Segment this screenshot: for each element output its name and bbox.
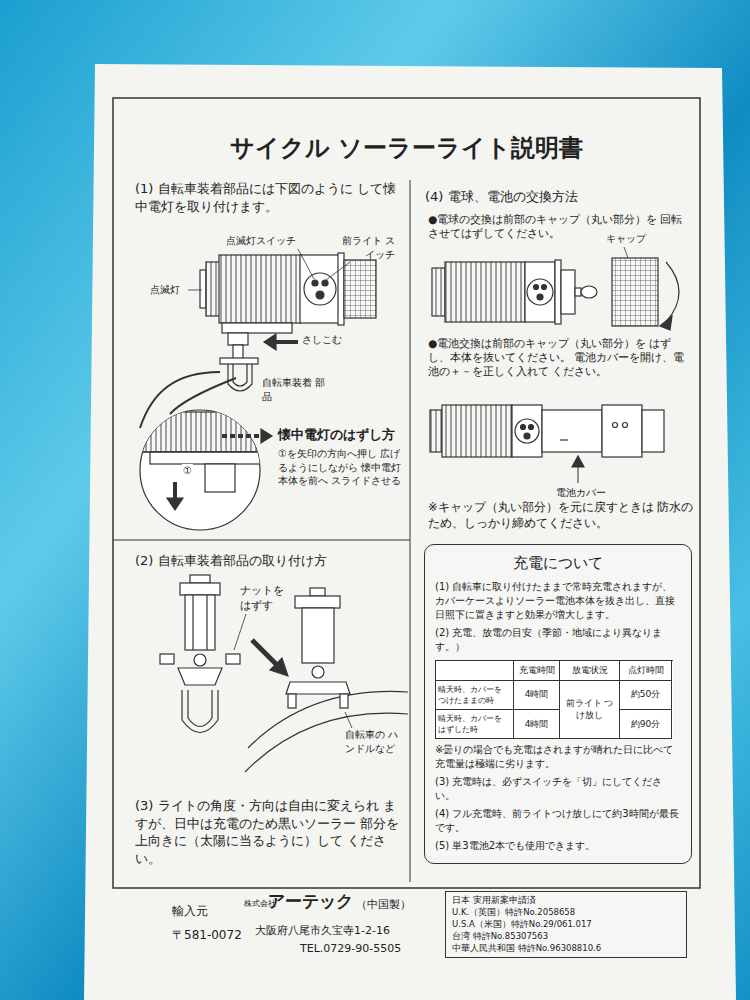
- part-label: 自転車の ハンドルなど: [345, 728, 407, 755]
- part-label: ナットを はずす: [240, 584, 292, 614]
- patent-box: 日本 実用新案申請済U.K.（英国）特許No.2058658U.S.A（米国）特…: [445, 891, 687, 958]
- instruction-text: ●電球の交換は前部のキャップ（丸い部分）を 回転させてはずしてください。: [428, 212, 693, 240]
- section-text: (1) 自転車装着部品には下図のように して懐中電灯を取り付けます。: [135, 180, 403, 215]
- patent-line: 中華人民共和国 特許No.96308810.6: [452, 943, 680, 955]
- charge-table: 充電時間放電状況点灯時間晴天時、カバーを つけたままの時4時間前ライト つけ放し…: [435, 660, 673, 739]
- part-label: 点滅灯: [150, 283, 180, 297]
- patent-line: U.S.A（米国）特許No.29/061.017: [452, 919, 680, 931]
- bulb-change-figure: [432, 247, 679, 330]
- origin-label: （中国製）: [356, 898, 411, 913]
- document-title: サイクル ソーラーライト説明書: [113, 132, 700, 164]
- info-panel: 充電について (1) 自転車に取り付けたままで常時充電されますが、 カバーケースよ…: [424, 544, 692, 864]
- panel-item: (4) フル充電時、前ライトつけ放しにて約3時間が最長 です。: [435, 807, 681, 835]
- panel-item: (3) 充電時は、必ずスイッチを「切」にしてください。: [435, 775, 681, 803]
- company-name: アーテック: [268, 890, 353, 913]
- patent-line: U.K.（英国）特許No.2058658: [452, 907, 680, 919]
- section-heading: (4) 電球、電池の交換方法: [425, 188, 695, 206]
- callout-number: ①: [182, 464, 193, 478]
- section-text: (3) ライトの角度・方向は自由に変えられ ますが、日中は充電のため黒いソーラー…: [135, 797, 407, 867]
- action-label: さしこむ: [302, 333, 342, 347]
- section-divider: [113, 540, 410, 541]
- table-cell: 4時間: [514, 681, 560, 710]
- patent-line: 台湾 特許No.85307563: [452, 931, 680, 943]
- panel-item: (2) 充電、放電の目安（季節・地域により異なります。）: [435, 626, 681, 654]
- table-cell: 晴天時、カバーを はずした時: [436, 710, 514, 739]
- address-text: 大阪府八尾市久宝寺1-2-16: [255, 924, 390, 939]
- table-cell: 放電状況: [560, 661, 620, 681]
- panel-item: ※曇りの場合でも充電はされますが晴れた日に比べて 充電量は極端に劣ります。: [435, 743, 681, 771]
- table-cell: 充電時間: [514, 661, 560, 681]
- page-frame: [113, 98, 700, 888]
- table-cell: 約50分: [620, 681, 672, 710]
- patent-line: 日本 実用新案申請済: [452, 895, 680, 907]
- panel-item: (5) 単3電池2本でも使用できます。: [435, 839, 681, 853]
- part-label: 電池カバー: [556, 486, 606, 500]
- table-cell: 4時間: [514, 710, 560, 739]
- part-label: 点滅灯スイッチ: [226, 234, 296, 248]
- section-heading: (2) 自転車装着部品の取り付け方: [135, 552, 403, 570]
- part-label: キャップ: [606, 232, 646, 246]
- phone-number: TEL.0729-90-5505: [300, 942, 401, 957]
- table-cell: [436, 661, 514, 681]
- bracket-fitting-figure: [160, 575, 408, 772]
- part-label: 前ライト スイッチ: [335, 234, 395, 261]
- table-cell: 点灯時間: [620, 661, 672, 681]
- column-divider: [410, 180, 411, 882]
- postal-code: 〒581-0072: [172, 927, 242, 943]
- table-cell: 前ライト つけ放し: [560, 681, 620, 740]
- instruction-text: ①を矢印の方向へ押し 広げるようにしながら 懐中電灯本体を前へ スライドさせる: [278, 447, 403, 488]
- panel-heading: 充電について: [435, 553, 681, 574]
- importer-label: 輸入元: [172, 903, 208, 919]
- note-text: ※キャップ（丸い部分）を元に戻すときは 防水のため、しっかり締めてください。: [428, 500, 696, 531]
- battery-change-figure: [430, 405, 664, 483]
- paper-sheet: [84, 64, 736, 1000]
- flashlight-mount-figure: [135, 249, 376, 530]
- part-label: 自転車装着 部品: [262, 376, 332, 403]
- table-cell: 晴天時、カバーを つけたままの時: [436, 681, 514, 710]
- table-cell: 約90分: [620, 710, 672, 739]
- panel-item: (1) 自転車に取り付けたままで常時充電されますが、 カバーケースよりソーラー電…: [435, 580, 681, 622]
- instruction-text: ●電池交換は前部のキャップ（丸い部分）を はずし、本体を抜いてください。 電池カ…: [428, 336, 693, 379]
- sub-heading: 懐中電灯のはずし方: [278, 426, 395, 444]
